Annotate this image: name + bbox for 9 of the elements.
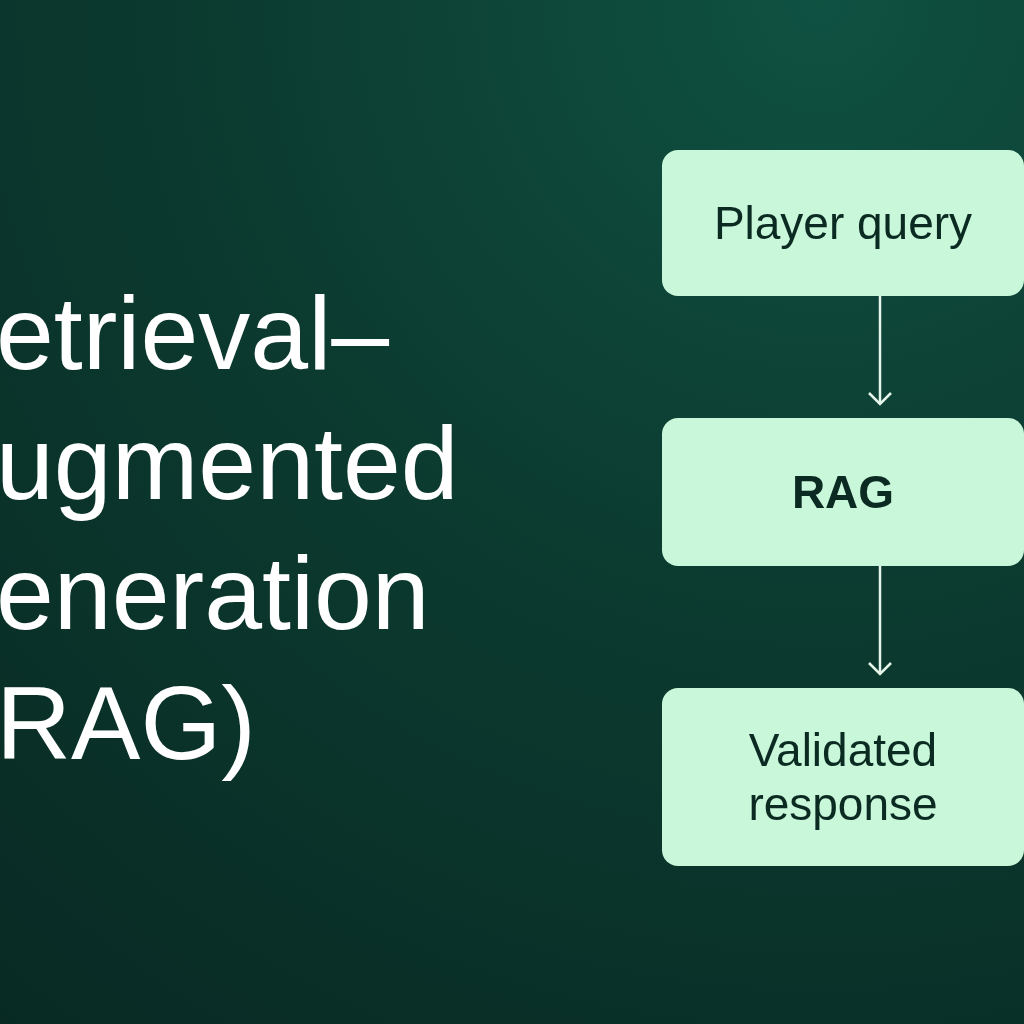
node-label: Validated response — [747, 723, 939, 831]
process-box — [662, 418, 1024, 566]
node-label: RAG — [791, 465, 895, 519]
arrow — [867, 296, 893, 406]
arrow — [867, 566, 893, 676]
title: etrieval– ugmented eneration RAG) — [0, 274, 459, 783]
node-label: Player query — [713, 196, 973, 250]
process-box — [662, 150, 1024, 296]
process-box — [662, 688, 1024, 866]
